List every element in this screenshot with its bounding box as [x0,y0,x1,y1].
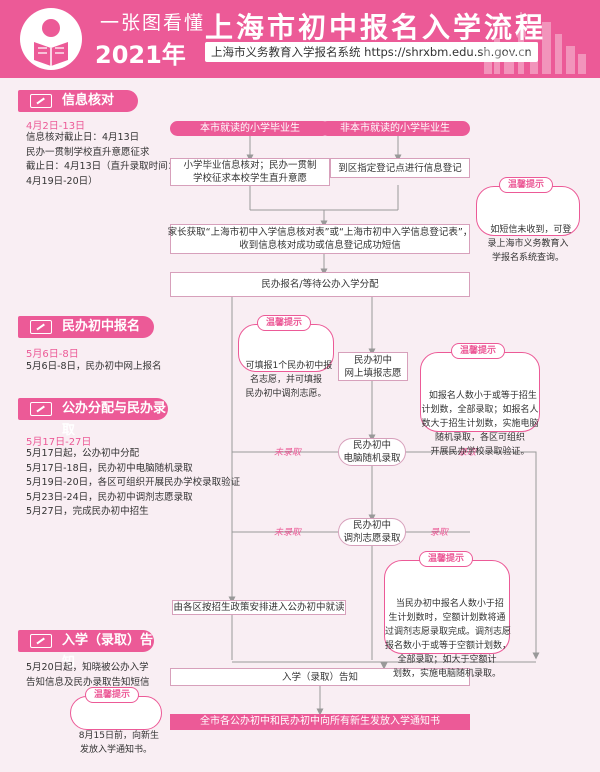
section-title: 入学（录取）告知 [62,633,154,670]
fill-choice-node: 民办初中 网上填报志愿 [338,352,408,381]
local-graduate-node: 本市就读的小学毕业生 [170,121,330,136]
section-info-check: 信息核对 [18,90,138,112]
tip-label: 温馨提示 [419,551,474,567]
admitted-label: 录取 [458,445,476,458]
header-kicker: 一张图看懂 [100,12,206,34]
final-notice-bar: 全市各公办初中和民办初中向所有新生发放入学通知书 [170,714,470,730]
section-notice: 入学（录取）告知 [18,630,154,670]
tip-cloud: 温馨提示 如短信未收到，可登 录上海市义务教育入 学报名系统查询。 [476,177,580,263]
district-allocation-node: 由各区按招生政策安排进入公办初中就读 [172,600,346,615]
edit-icon [30,320,52,334]
section-text: 5月20日起，知晓被公办入学 告知信息及民办录取告知短信 [26,662,150,688]
section-date: 5月17日-27日 [26,437,92,448]
reader-icon [20,8,82,70]
tip-cloud: 温馨提示 8月15日前，向新生 发放入学通知书。 [70,687,162,755]
admitted-label: 录取 [430,528,449,538]
section-title: 民办初中报名 [62,319,141,334]
section-private-registration: 民办初中报名 [18,316,154,338]
tip-text: 8月15日前，向新生 发放入学通知书。 [78,731,159,755]
section-allocation: 公办分配与民办录取 [18,398,168,438]
section-date: 5月6日-8日 [26,349,79,360]
tip-text: 可填报1个民办初中报 名志愿，并可填报 民办初中调剂志愿。 [245,361,333,399]
tip-text: 当民办初中报名人数小于招 生计划数时，空额计划数将通 过调剂志愿录取完成。调剂志… [385,599,512,679]
notice-node: 入学（录取）告知 [170,668,470,686]
system-url[interactable]: 上海市义务教育入学报名系统 https://shrxbm.edu.sh.gov.… [205,42,538,62]
header-banner: 一张图看懂 2021年 上海市初中报名入学流程 上海市义务教育入学报名系统 ht… [0,0,600,78]
nonlocal-register-node: 到区指定登记点进行信息登记 [330,158,470,178]
page-title: 上海市初中报名入学流程 [205,11,547,44]
edit-icon [30,634,52,648]
section-date: 4月2日-13日 [26,121,86,132]
adjust-node: 民办初中 调剂志愿录取 [338,518,406,546]
not-admitted-label: 未录取 [274,448,302,458]
section-text: 5月17日起，公办初中分配 5月17日-18日，民办初中电脑随机录取 5月19日… [26,448,241,517]
nonlocal-graduate-node: 非本市就读的小学毕业生 [320,121,470,136]
section-title: 信息核对 [62,93,115,108]
get-form-node: 家长获取“上海市初中入学信息核对表”或“上海市初中入学信息登记表”， 收到信息核… [168,224,472,254]
lottery-node: 民办初中 电脑随机录取 [338,438,406,466]
section-title: 公办分配与民办录取 [62,401,167,438]
section-text: 5月6日-8日，民办初中网上报名 [26,361,162,372]
tip-label: 温馨提示 [257,315,312,331]
edit-icon [30,94,52,108]
tip-cloud: 温馨提示 当民办初中报名人数小于招 生计划数时，空额计划数将通 过调剂志愿录取完… [384,551,511,679]
tip-text: 如短信未收到，可登 录上海市义务教育入 学报名系统查询。 [487,225,572,263]
edit-icon [30,402,52,416]
section-text: 信息核对截止日：4月13日 民办一贯制学校直升意愿征求 截止日：4月13日（直升… [26,132,178,187]
register-node: 民办报名/等待公办入学分配 [170,272,470,297]
tip-label: 温馨提示 [85,687,140,703]
not-admitted-label: 未录取 [274,528,302,538]
tip-label: 温馨提示 [451,343,506,359]
skyline-icon [484,12,586,74]
tip-cloud: 温馨提示 可填报1个民办初中报 名志愿，并可填报 民办初中调剂志愿。 [238,315,334,399]
tip-cloud: 温馨提示 如报名人数小于或等于招生 计划数，全部录取；如报名人 数大于招生计划数… [420,343,540,457]
local-check-node: 小学毕业信息核对；民办一贯制 学校征求本校学生直升意愿 [170,158,330,186]
tip-label: 温馨提示 [499,177,554,193]
header-year: 2021年 [95,41,186,69]
tip-text: 如报名人数小于或等于招生 计划数，全部录取；如报名人 数大于招生计划数，实施电脑… [421,391,539,457]
